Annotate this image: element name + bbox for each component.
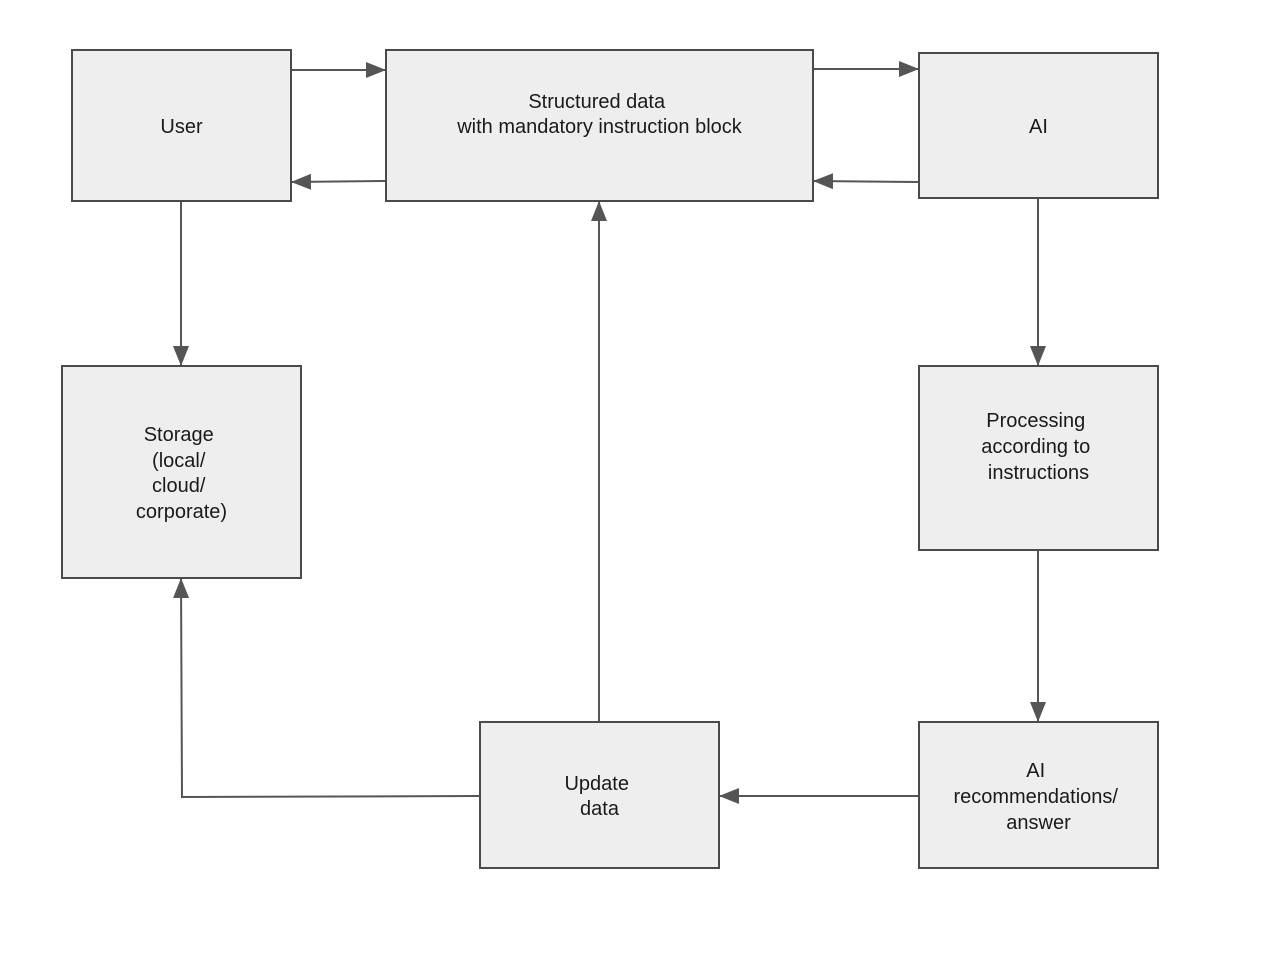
arrow-structured-to-user bbox=[290, 173, 387, 190]
svg-text:Processing according to: Processing according to instructions bbox=[981, 410, 1096, 484]
node-update-line-1: Update bbox=[564, 773, 629, 795]
node-structured-line-2: with mandatory instruction block bbox=[456, 116, 743, 138]
svg-text:AI recommendations/: AI recommendations/ answer bbox=[953, 760, 1123, 834]
node-storage-line-2: (local/ bbox=[152, 450, 206, 472]
svg-text:Structured data with man: Structured data with mandatory instructi… bbox=[456, 91, 743, 138]
node-user: User bbox=[71, 49, 292, 202]
node-recommendations-line-2: recommendations/ bbox=[953, 786, 1118, 808]
edges bbox=[173, 61, 1046, 804]
node-storage-line-4: corporate) bbox=[136, 501, 227, 523]
node-structured-line-1: Structured data bbox=[528, 91, 666, 113]
node-ai-line: AI bbox=[1029, 116, 1048, 138]
node-processing-line-2: according to bbox=[981, 436, 1090, 458]
node-ai: AI bbox=[918, 52, 1159, 199]
svg-text:Update data: Update data bbox=[564, 773, 634, 820]
node-processing-line-3: instructions bbox=[988, 462, 1089, 484]
node-structured-data: Structured data with mandatory instructi… bbox=[385, 49, 814, 202]
node-storage: Storage (local/ cloud/ corporate) bbox=[61, 365, 302, 579]
node-ai-recommendations: AI recommendations/ answer bbox=[918, 721, 1159, 869]
arrow-ai-to-structured bbox=[812, 173, 920, 190]
node-update-line-2: data bbox=[580, 798, 620, 820]
svg-text:AI: AI bbox=[1029, 116, 1048, 138]
node-user-line: User bbox=[160, 116, 203, 138]
node-storage-line-3: cloud/ bbox=[152, 475, 206, 497]
node-processing-line-1: Processing bbox=[986, 410, 1085, 432]
node-recommendations-line-1: AI bbox=[1026, 760, 1045, 782]
svg-text:Storage (local/ cl: Storage (local/ cloud/ corporate) bbox=[136, 424, 227, 523]
node-storage-line-1: Storage bbox=[144, 424, 214, 446]
node-recommendations-line-3: answer bbox=[1006, 812, 1071, 834]
svg-text:User: User bbox=[160, 116, 203, 138]
node-update-data: Update data bbox=[479, 721, 720, 869]
arrow-update-to-storage bbox=[173, 577, 481, 799]
node-processing: Processing according to instructions bbox=[918, 365, 1159, 551]
